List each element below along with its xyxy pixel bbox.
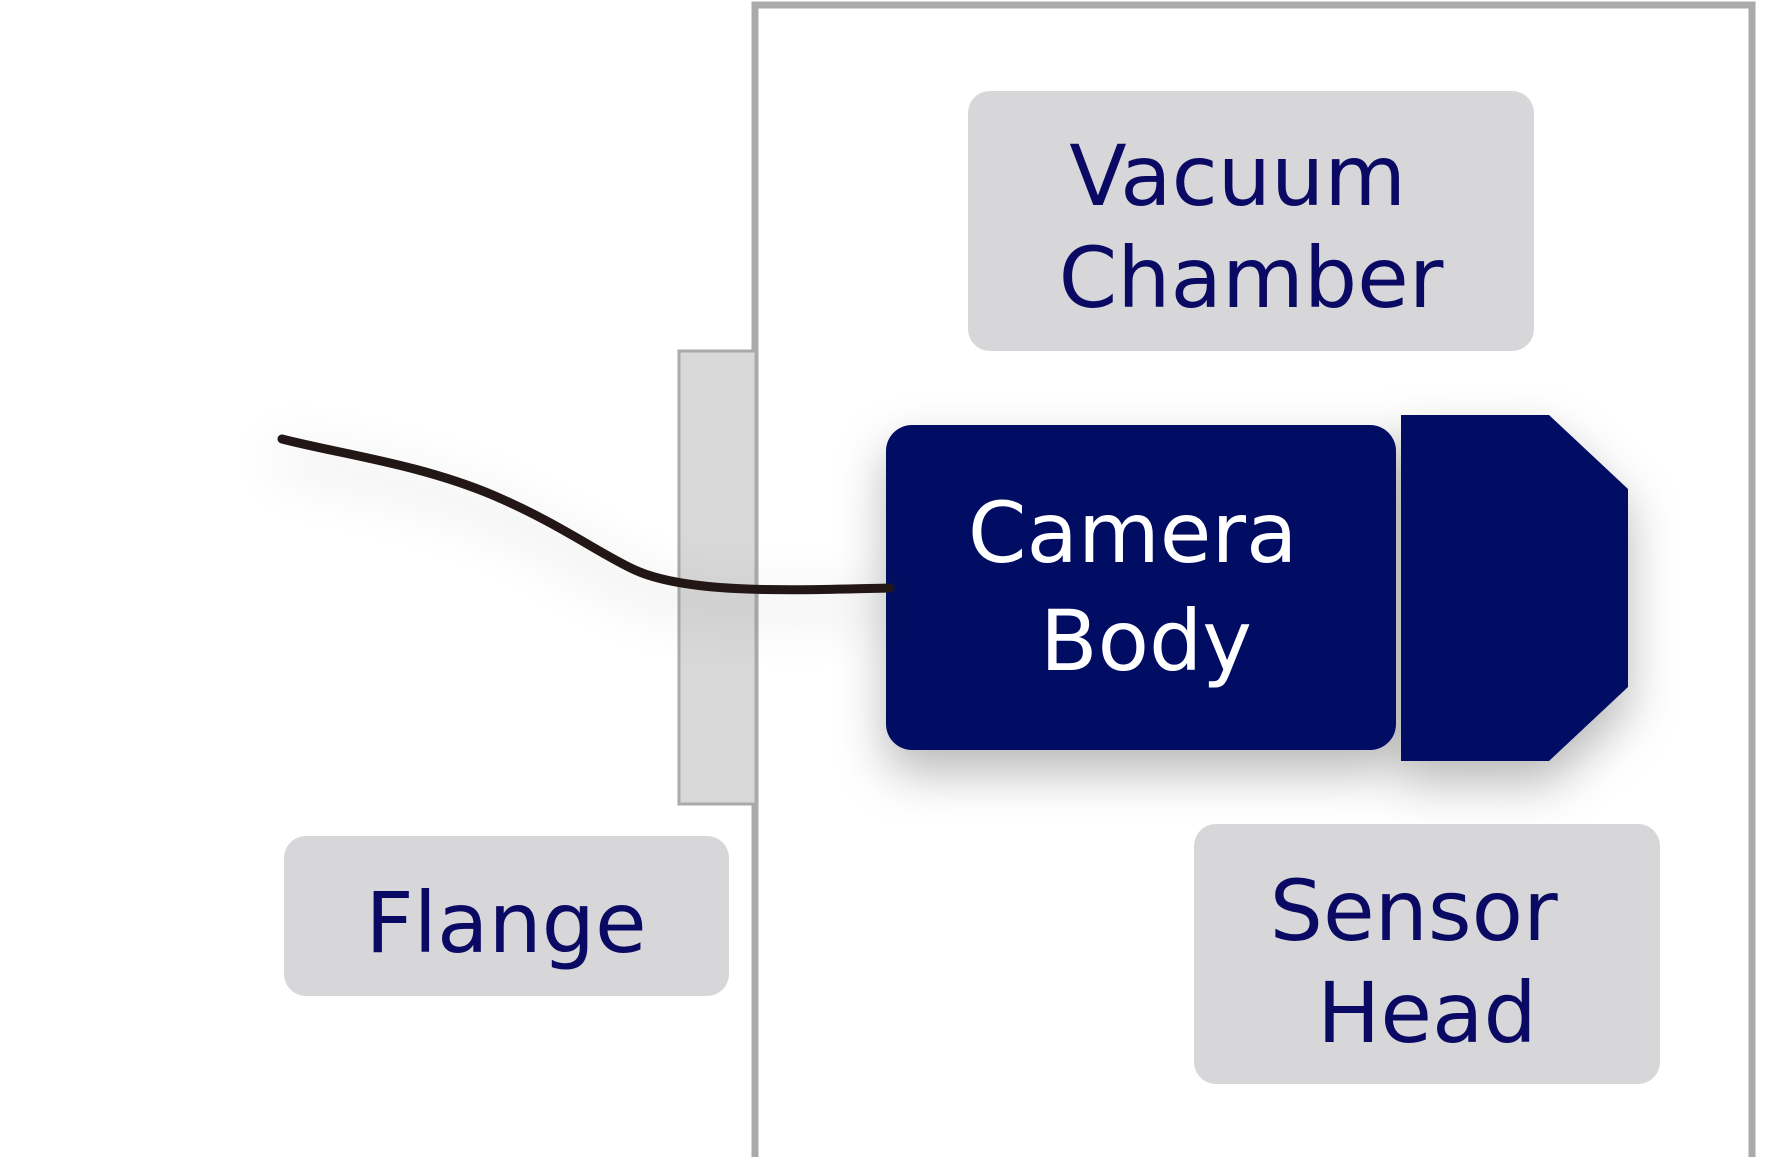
svg-text:Vacuum Chamber: Vacuum Chamber xyxy=(1059,127,1444,327)
vacuum-chamber-label-line1: Vacuum xyxy=(1069,127,1406,225)
vacuum-chamber-label-box: Vacuum Chamber xyxy=(968,91,1534,351)
svg-text:Camera Body: Camera Body xyxy=(968,484,1324,690)
flange-plate xyxy=(677,349,758,806)
camera-body xyxy=(886,425,1396,750)
sensor-head-label-box: Sensor Head xyxy=(1194,824,1660,1084)
camera-cable xyxy=(277,434,895,595)
sensor-head-label-line1: Sensor xyxy=(1270,862,1558,960)
camera-body-label-line1: Camera xyxy=(968,484,1298,582)
vacuum-chamber-label-line2: Chamber xyxy=(1059,229,1444,327)
camera-body-label-line2: Body xyxy=(1040,592,1252,690)
svg-text:Sensor Head: Sensor Head xyxy=(1270,862,1585,1062)
camera xyxy=(886,415,1628,761)
flange-label: Flange xyxy=(365,874,646,972)
flange-label-box: Flange xyxy=(284,836,729,996)
sensor-head-label-line2: Head xyxy=(1317,964,1537,1062)
svg-text:Flange: Flange xyxy=(365,874,646,972)
camera-front-head xyxy=(1401,415,1628,761)
